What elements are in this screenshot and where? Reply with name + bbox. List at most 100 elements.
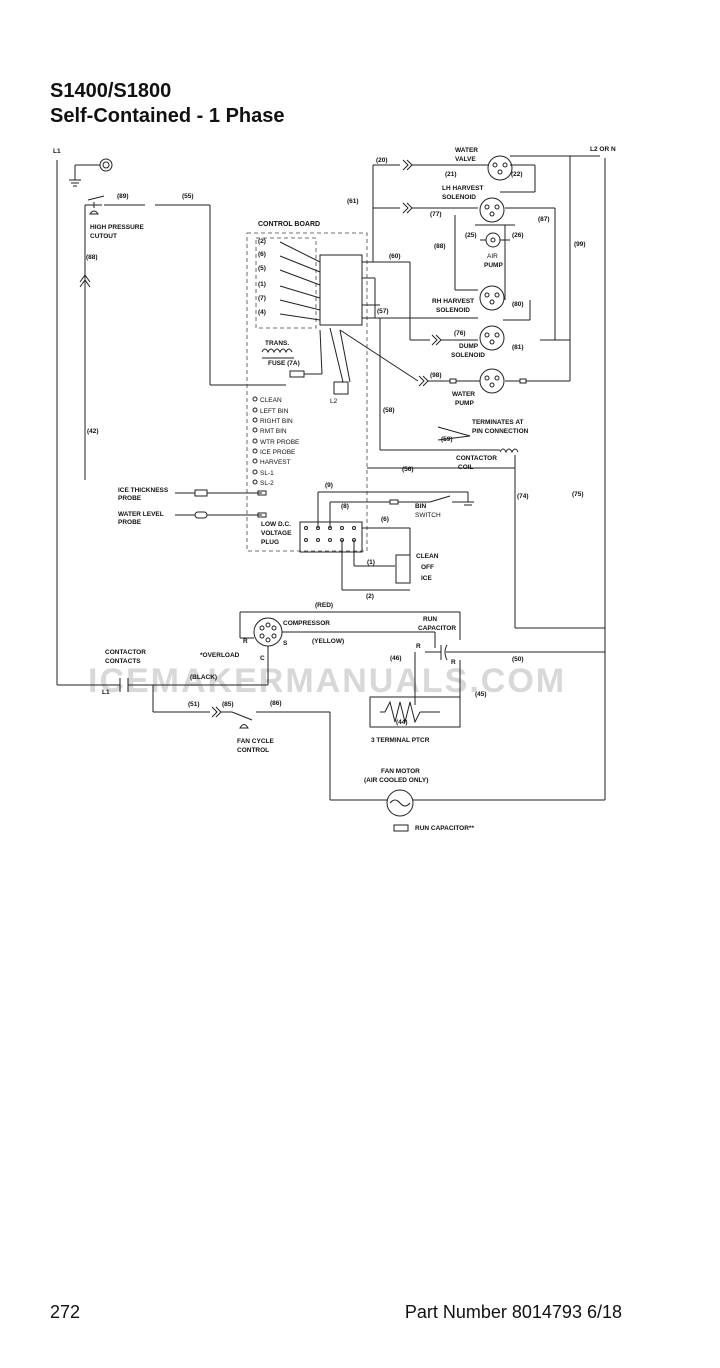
svg-text:L1: L1 [102, 689, 110, 696]
svg-text:(58): (58) [383, 407, 395, 414]
svg-text:R: R [243, 638, 248, 645]
svg-text:CONTACTOR: CONTACTOR [105, 649, 146, 656]
svg-text:WTR PROBE: WTR PROBE [260, 439, 300, 446]
svg-text:COIL: COIL [458, 464, 474, 471]
svg-text:(RED): (RED) [315, 602, 333, 609]
svg-text:R: R [451, 659, 456, 666]
part-number: Part Number 8014793 6/18 [404, 1302, 622, 1322]
svg-text:HIGH PRESSURE: HIGH PRESSURE [90, 224, 144, 231]
svg-text:LOW D.C.: LOW D.C. [261, 521, 291, 528]
svg-text:CLEAN: CLEAN [416, 553, 439, 560]
run-capacitor [414, 644, 605, 705]
svg-text:(80): (80) [512, 301, 524, 308]
svg-text:(AIR COOLED ONLY): (AIR COOLED ONLY) [364, 777, 428, 784]
svg-text:VALVE: VALVE [455, 156, 476, 163]
low-voltage-plug [299, 491, 474, 591]
svg-text:PUMP: PUMP [455, 400, 474, 407]
svg-text:(BLACK): (BLACK) [190, 674, 217, 681]
svg-text:R: R [416, 643, 421, 650]
svg-text:RH HARVEST: RH HARVEST [432, 298, 474, 305]
svg-text:(56): (56) [402, 466, 414, 473]
load-wiring [339, 155, 605, 629]
ptcr [369, 696, 461, 728]
svg-text:BIN: BIN [415, 503, 427, 510]
svg-text:(46): (46) [390, 655, 402, 662]
svg-text:DUMP: DUMP [459, 343, 479, 350]
svg-text:AIR: AIR [487, 253, 498, 260]
contactor-contacts [119, 678, 388, 801]
svg-text:LEFT BIN: LEFT BIN [260, 408, 289, 415]
svg-text:(7): (7) [258, 295, 266, 302]
led-list: CLEAN LEFT BIN RIGHT BIN RMT BIN WTR PRO… [252, 396, 300, 487]
svg-text:L1: L1 [53, 148, 61, 155]
svg-text:CONTROL BOARD: CONTROL BOARD [258, 221, 320, 228]
svg-text:(85): (85) [222, 701, 234, 708]
svg-text:(75): (75) [572, 491, 584, 498]
control-board [246, 232, 385, 552]
svg-text:(88): (88) [434, 243, 446, 250]
svg-text:(44): (44) [396, 719, 408, 726]
svg-text:(8): (8) [341, 503, 349, 510]
svg-text:ICE: ICE [421, 575, 433, 582]
svg-text:S: S [283, 640, 288, 647]
svg-text:(89): (89) [117, 193, 129, 200]
ice-thickness-probe [175, 489, 267, 497]
water-valve [487, 155, 513, 181]
svg-text:SWITCH: SWITCH [415, 512, 441, 519]
svg-text:(4): (4) [258, 309, 266, 316]
svg-text:PROBE: PROBE [118, 495, 142, 502]
svg-text:(22): (22) [511, 171, 523, 178]
svg-text:(5): (5) [258, 265, 266, 272]
svg-text:(88): (88) [86, 254, 98, 261]
svg-text:L2: L2 [330, 398, 338, 405]
svg-text:PIN CONNECTION: PIN CONNECTION [472, 428, 529, 435]
wire-numbers: (20) (21) (22) (61) (77) (87) (99) (88) … [86, 157, 586, 726]
svg-text:ICE THICKNESS: ICE THICKNESS [118, 487, 169, 494]
dump-solenoid [479, 325, 505, 351]
lh-harvest-solenoid [479, 197, 505, 223]
svg-text:(60): (60) [389, 253, 401, 260]
svg-text:(99): (99) [574, 241, 586, 248]
svg-text:WATER: WATER [452, 391, 475, 398]
svg-text:(57): (57) [377, 308, 389, 315]
svg-text:LH HARVEST: LH HARVEST [442, 185, 483, 192]
svg-text:(42): (42) [87, 428, 99, 435]
svg-text:L2 OR N: L2 OR N [590, 146, 616, 153]
svg-text:SOLENOID: SOLENOID [436, 307, 470, 314]
contactor-coil [499, 448, 519, 454]
svg-text:RMT BIN: RMT BIN [260, 428, 287, 435]
svg-text:(76): (76) [454, 330, 466, 337]
svg-text:(1): (1) [367, 559, 375, 566]
svg-text:OFF: OFF [421, 564, 434, 571]
ground-icon [69, 158, 113, 187]
svg-text:PUMP: PUMP [484, 262, 503, 269]
svg-text:CAPACITOR: CAPACITOR [418, 625, 456, 632]
svg-text:TRANS.: TRANS. [265, 340, 289, 347]
svg-text:(6): (6) [381, 516, 389, 523]
svg-text:(87): (87) [538, 216, 550, 223]
watermark: ICEMAKERMANUALS.COM [88, 662, 566, 700]
svg-text:WATER LEVEL: WATER LEVEL [118, 511, 164, 518]
svg-text:VOLTAGE: VOLTAGE [261, 530, 292, 537]
svg-text:(98): (98) [430, 372, 442, 379]
svg-text:(1): (1) [258, 281, 266, 288]
svg-text:(45): (45) [475, 691, 487, 698]
svg-text:ICE PROBE: ICE PROBE [260, 449, 296, 456]
svg-text:FUSE (7A): FUSE (7A) [268, 360, 300, 367]
svg-text:(25): (25) [465, 232, 477, 239]
svg-text:CONTACTOR: CONTACTOR [456, 455, 497, 462]
svg-text:3 TERMINAL PTCR: 3 TERMINAL PTCR [371, 737, 430, 744]
water-level-probe [175, 511, 267, 519]
svg-text:FAN CYCLE: FAN CYCLE [237, 738, 275, 745]
air-pump [480, 232, 510, 248]
high-pressure-cutout [79, 195, 286, 480]
svg-text:RIGHT BIN: RIGHT BIN [260, 418, 293, 425]
svg-text:FAN MOTOR: FAN MOTOR [381, 768, 420, 775]
board-pins: (2) (6) (5) (1) (7) (4) [258, 238, 266, 316]
svg-text:(YELLOW): (YELLOW) [312, 638, 344, 645]
svg-text:(59): (59) [441, 436, 453, 443]
svg-text:(77): (77) [430, 211, 442, 218]
svg-text:C: C [260, 655, 265, 662]
svg-text:CLEAN: CLEAN [260, 397, 282, 404]
